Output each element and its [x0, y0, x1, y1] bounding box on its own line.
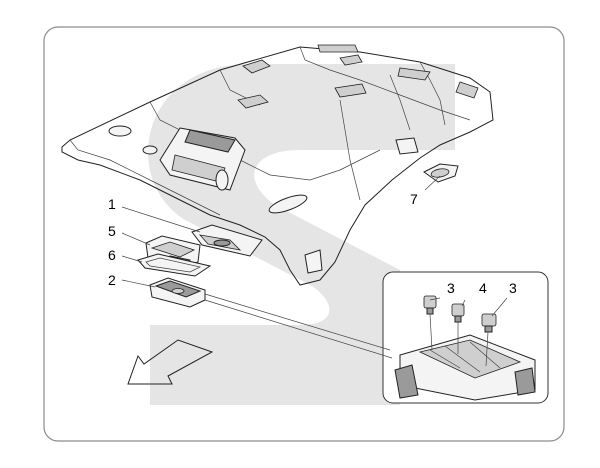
callout-3-right: 3	[509, 280, 517, 296]
headliner	[61, 44, 494, 286]
detail-inset	[382, 271, 549, 404]
callout-2: 2	[108, 272, 116, 288]
leader-lines	[121, 175, 508, 359]
part-1-console-trim	[191, 224, 263, 257]
callout-7: 7	[410, 191, 418, 207]
part-7-rear-lamp	[423, 163, 459, 183]
callout-3-left: 3	[447, 280, 455, 296]
bulb-left	[423, 295, 437, 351]
callout-4: 4	[479, 280, 487, 296]
callout-6: 6	[108, 247, 116, 263]
bulb-right	[481, 313, 497, 367]
direction-arrow	[127, 339, 214, 385]
part-6-gasket-frame	[137, 253, 212, 277]
bulb-center	[451, 303, 465, 354]
callout-5: 5	[108, 223, 116, 239]
callout-1: 1	[108, 196, 116, 212]
part-2-lamp-unit	[149, 277, 206, 308]
